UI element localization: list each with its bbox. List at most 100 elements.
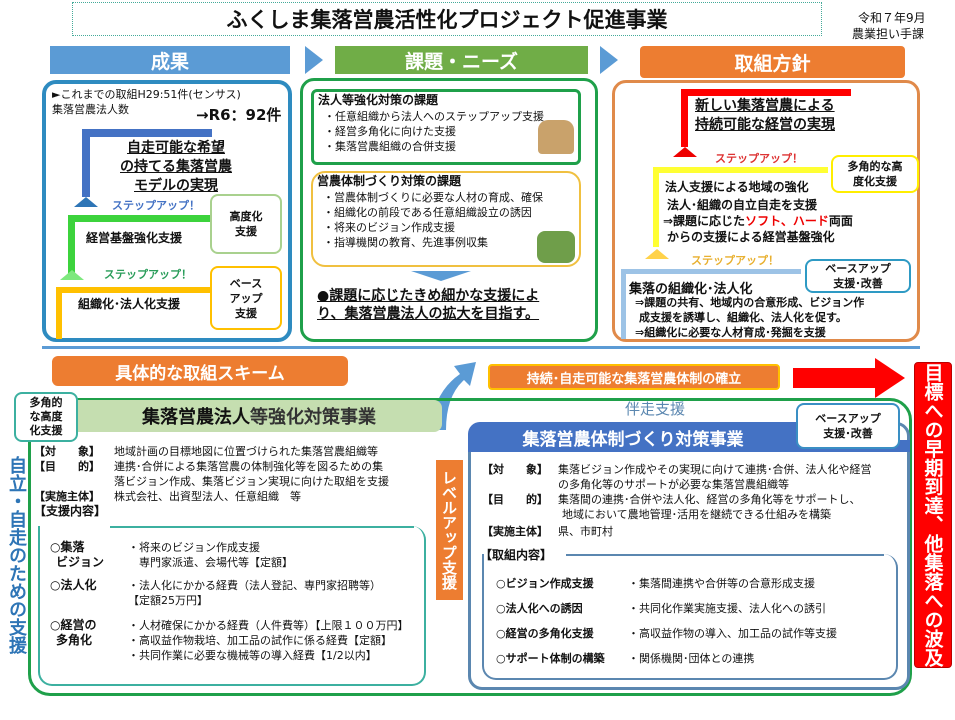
policy-mid-title: 法人支援による地域の強化: [665, 180, 809, 194]
results-label: 集落営農法人数: [52, 103, 129, 116]
blue-step-line: [621, 269, 626, 339]
support-item: ○集落ビジョン・将来のビジョン作成支援 専門家派遣、会場代等【定額】: [50, 540, 293, 569]
right-project-title: 集落営農体制づくり対策事業: [468, 422, 798, 452]
scheme-title: 具体的な取組スキーム: [52, 356, 348, 386]
results-count: →R6：92件: [196, 106, 282, 124]
stepup-label: ステップアップ！: [691, 254, 779, 267]
support-item: ○法人化・法人化にかかる経費（法人登記、専門家招聘等）【定額25万円】: [50, 578, 381, 607]
issue-box-system: 営農体制づくり対策の課題 ・営農体制づくりに必要な人材の育成、確保 ・組織化の前…: [311, 171, 581, 267]
content-item: ○経営の多角化支援・高収益作物の導入、加工品の試作等支援: [496, 627, 837, 640]
content-label: 【取組内容】: [480, 548, 553, 562]
row-value: 集落間の連携･合併や法人化、経営の多角化等をサポートし、地域において農地管理･活…: [558, 493, 861, 521]
big-red-arrow-icon: [793, 358, 905, 398]
date: 令和７年9月: [858, 11, 926, 25]
step-up-arrow-icon: [74, 197, 98, 207]
row-value: 地域計画の目標地図に位置づけられた集落営農組織等: [114, 445, 378, 458]
step-up-arrow-icon: [673, 147, 697, 157]
issues-panel: 法人等強化対策の課題 ・任意組織から法人へのステップアップ支援 ・経営多角化に向…: [300, 78, 598, 342]
support-list: ○集落ビジョン・将来のビジョン作成支援 専門家派遣、会場代等【定額】 ○法人化・…: [50, 540, 420, 663]
stepup-label: ステップアップ！: [715, 152, 803, 165]
stepup-label: ステップアップ！: [112, 199, 200, 212]
issue-item: ・営農体制づくりに必要な人材の育成、確保: [323, 191, 543, 204]
blue-step-line: [82, 129, 90, 197]
arrow-right-icon: [600, 46, 618, 74]
issue-item: ・集落営農組織の合併支援: [324, 140, 456, 153]
issue-item: ・任意組織から法人へのステップアップ支援: [324, 110, 544, 123]
tag-multi-advanced-left: 多角的な高度化支援: [14, 392, 78, 442]
issue-box-title: 法人等強化対策の課題: [318, 93, 439, 107]
red-step-line: [681, 89, 851, 96]
green-step-line: [68, 215, 75, 275]
arrow-right-icon: [305, 46, 323, 74]
results-goal: 自走可能な希望の持てる集落営農モデルの実現: [120, 140, 232, 194]
row-value: 集落ビジョン作成やその実現に向けて連携･合併、法人化や経営の多角化等のサポートが…: [558, 463, 872, 491]
accompany-label: 伴走支援: [624, 400, 685, 418]
step-up-arrow-icon: [645, 249, 669, 259]
content-item: ○法人化への誘因・共同化作業実施支援、法人化への誘引: [496, 602, 826, 615]
yellow-step-line: [653, 167, 828, 173]
yellow-step-line: [56, 287, 216, 293]
left-vertical-label: 自立・自走のための支援: [6, 456, 27, 654]
row-key: 【実施主体】: [34, 490, 100, 503]
stepup-label: ステップアップ！: [104, 268, 192, 281]
row-key: 【対 象】: [482, 463, 548, 476]
yellow-step-line: [56, 287, 62, 339]
row-value: 株式会社、出資型法人、任意組織 等: [114, 490, 301, 503]
policy-mid-line: ⇒課題に応じたソフト、ハード両面: [663, 214, 853, 228]
policy-goal: 新しい集落営農による持続可能な経営の実現: [695, 98, 835, 133]
policy-low-title: 集落の組織化･法人化: [629, 282, 753, 297]
farmer-illustration: [538, 120, 574, 154]
blue-step-line: [82, 129, 212, 137]
row-key: 【目 的】: [34, 460, 100, 473]
issue-box-title: 営農体制づくり対策の課題: [317, 174, 462, 188]
tag-baseup-improve: ベースアップ支援･改善: [805, 259, 911, 293]
left-project-details: 【対 象】 地域計画の目標地図に位置づけられた集落営農組織等 【目 的】 連携･合併…: [34, 444, 434, 519]
content-item: ○サポート体制の構築・関係機関･団体との連携: [496, 652, 755, 665]
right-project-details: 【対 象】集落ビジョン作成やその実現に向けて連携･合併、法人化や経営の多角化等の…: [482, 462, 902, 539]
goal-vertical-banner: 目標への早期到達、他集落への波及: [914, 362, 952, 668]
section-policy: 取組方針: [640, 46, 905, 78]
down-arrow-icon: [411, 271, 471, 281]
divider: [42, 346, 920, 349]
support-box-line: [110, 526, 414, 528]
level2-label: 経営基盤強化支援: [86, 231, 183, 245]
tag-multi-advanced: 多角的な高度化支援: [831, 155, 919, 193]
scheme-outer-box: [28, 398, 912, 696]
yellow-step-line: [653, 167, 659, 247]
issue-item: ・経営多角化に向けた支援: [324, 125, 456, 138]
support-label: 【支援内容】: [34, 504, 107, 518]
policy-mid-line: 法人･組織の自立自走を支援: [667, 198, 818, 212]
row-key: 【実施主体】: [482, 525, 548, 538]
tag-baseup-support: ベースアップ支援: [210, 266, 282, 330]
policy-mid-line: からの支援による経営基盤強化: [667, 230, 835, 244]
policy-low-items: ⇒課題の共有、地域内の合意形成、ビジョン作成支援を誘導し、組織化、法人化を促す。…: [635, 296, 865, 339]
left-project-title: 集落営農法人等強化対策事業: [76, 400, 442, 432]
group-illustration: [537, 231, 575, 263]
levelup-vertical-label: レベルアップ支援: [436, 460, 463, 600]
content-item: ○ビジョン作成支援・集落間連携や合併等の合意形成支援: [496, 577, 815, 590]
policy-panel: 新しい集落営農による持続可能な経営の実現 ステップアップ！ 多角的な高度化支援 …: [612, 80, 920, 342]
issue-item: ・指導機関の教育、先進事例収集: [323, 236, 488, 249]
results-history: ►これまでの取組H29:51件(センサス): [52, 88, 241, 101]
department: 農業担い手課: [852, 27, 925, 41]
level1-label: 組織化･法人化支援: [78, 297, 181, 311]
page-title: ふくしま集落営農活性化プロジェクト促進事業: [72, 2, 822, 36]
issues-conclusion: ●課題に応じたきめ細かな支援により、集落営農法人の拡大を目指す。: [317, 288, 540, 322]
row-value: 連携･合併による集落営農の体制強化等を図るための集落ビジョン作成、集落ビジョン実…: [114, 460, 389, 488]
issue-item: ・将来のビジョン作成支援: [323, 221, 455, 234]
row-key: 【対 象】: [34, 445, 100, 458]
tag-baseup-improve-right: ベースアップ支援･改善: [796, 403, 900, 449]
support-item: ○経営の多角化・人材確保にかかる経費（人件費等）【上限１００万円】・高収益作物栽…: [50, 618, 409, 662]
section-issues: 課題・ニーズ: [335, 46, 588, 74]
issue-box-corporate: 法人等強化対策の課題 ・任意組織から法人へのステップアップ支援 ・経営多角化に向…: [311, 89, 581, 165]
establish-banner: 持続･自走可能な集落営農体制の確立: [488, 364, 780, 390]
results-panel: ►これまでの取組H29:51件(センサス) 集落営農法人数 →R6：92件 自走…: [42, 80, 292, 342]
red-step-line: [681, 89, 688, 147]
content-list: ○ビジョン作成支援・集落間連携や合併等の合意形成支援 ○法人化への誘因・共同化作…: [496, 576, 896, 676]
issue-item: ・組織化の前段である任意組織設立の誘因: [323, 206, 532, 219]
blue-step-line: [621, 269, 801, 274]
content-box-line: [566, 554, 884, 556]
tag-advanced-support: 高度化支援: [210, 194, 282, 254]
step-up-arrow-icon: [60, 270, 84, 280]
section-results: 成果: [50, 46, 290, 74]
